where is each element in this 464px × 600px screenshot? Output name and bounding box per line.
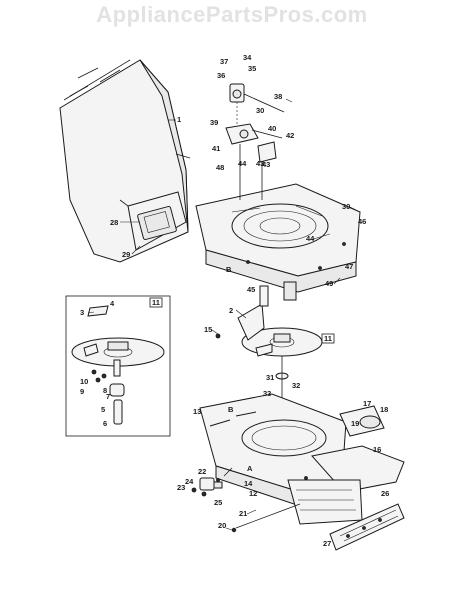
callout-a: A	[247, 464, 253, 473]
callout-36: 36	[217, 71, 225, 80]
callout-33: 33	[263, 389, 271, 398]
callout-3: 3	[80, 308, 84, 317]
callout-44-lower: 44	[306, 234, 315, 243]
callout-6: 6	[103, 419, 107, 428]
callout-38: 38	[274, 92, 282, 101]
callout-24: 24	[185, 477, 194, 486]
watermark: AppliancePartsPros.com	[96, 2, 367, 27]
callout-47: 47	[345, 262, 353, 271]
callout-8: 8	[103, 386, 107, 395]
callout-39: 39	[210, 118, 218, 127]
callout-20: 20	[218, 521, 226, 530]
callout-35: 35	[248, 64, 256, 73]
small-hardware-group	[191, 467, 233, 497]
callout-11-impeller: 11	[324, 334, 332, 343]
callout-2: 2	[229, 306, 233, 315]
callout-40: 40	[268, 124, 276, 133]
callout-1: 1	[177, 115, 181, 124]
leader-lines	[87, 98, 357, 531]
callout-44-upper: 44	[238, 159, 247, 168]
impeller-assembly	[215, 285, 335, 400]
callout-28: 28	[110, 218, 118, 227]
callout-21: 21	[239, 509, 247, 518]
callout-4: 4	[110, 299, 115, 308]
callout-5: 5	[101, 405, 105, 414]
callout-25: 25	[214, 498, 222, 507]
callout-42: 42	[286, 131, 294, 140]
callout-14: 14	[244, 479, 253, 488]
side-disc	[339, 405, 385, 437]
callout-10: 10	[80, 377, 88, 386]
callout-7: 7	[106, 392, 110, 401]
rod-and-fastener	[231, 503, 301, 533]
callout-30-upper: 30	[256, 106, 264, 115]
callout-32: 32	[292, 381, 300, 390]
callout-49: 49	[325, 279, 333, 288]
callout-22: 22	[198, 467, 206, 476]
callout-11-inset: 11	[152, 298, 160, 307]
callout-b-lower: B	[228, 405, 234, 414]
callout-26: 26	[381, 489, 389, 498]
callout-31: 31	[266, 373, 274, 382]
callout-17: 17	[363, 399, 371, 408]
impeller-detail-inset	[65, 295, 171, 437]
callout-labels: 1 2 3 4 5 6 7 8 9 10 11 11 12 13 14 15 1…	[80, 53, 389, 548]
scraper-bar	[329, 503, 405, 551]
callout-15: 15	[204, 325, 212, 334]
callout-16: 16	[373, 445, 381, 454]
callout-29: 29	[122, 250, 130, 259]
callout-43-upper: 43	[262, 160, 270, 169]
callout-45: 45	[247, 285, 255, 294]
callout-b-upper: B	[226, 265, 232, 274]
callout-46: 46	[358, 217, 366, 226]
callout-43-lower: 43	[256, 159, 264, 168]
callout-48: 48	[216, 163, 224, 172]
upper-deck-housing	[195, 183, 361, 301]
callout-13: 13	[193, 407, 201, 416]
callout-19: 19	[351, 419, 359, 428]
lower-housing	[199, 393, 405, 525]
callout-37: 37	[220, 57, 228, 66]
collection-bag-hood	[59, 59, 191, 263]
bracket-assembly	[225, 83, 285, 200]
callout-9: 9	[80, 387, 84, 396]
callout-23: 23	[177, 483, 185, 492]
callout-27: 27	[323, 539, 331, 548]
callout-34: 34	[243, 53, 252, 62]
callout-18: 18	[380, 405, 388, 414]
callout-41: 41	[212, 144, 220, 153]
callout-30-lower: 30	[342, 202, 350, 211]
callout-12: 12	[249, 489, 257, 498]
